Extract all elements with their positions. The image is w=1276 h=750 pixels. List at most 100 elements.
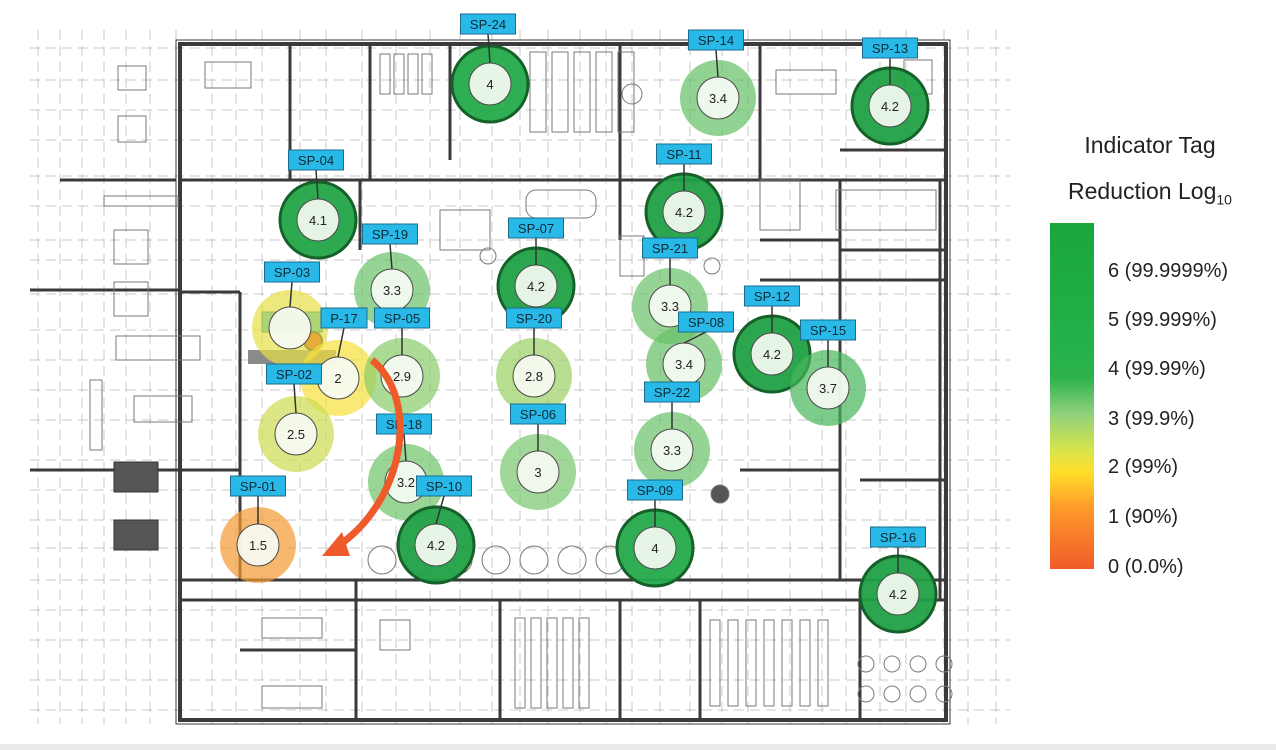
point-id-label: SP-11	[666, 147, 701, 162]
sample-point: SP-12 4.2	[732, 285, 812, 394]
legend-label: 0 (0.0%)	[1108, 556, 1184, 578]
point-value-label: 4.1	[309, 213, 327, 228]
legend-label: 3 (99.9%)	[1108, 408, 1195, 430]
point-id-label: SP-09	[637, 483, 673, 498]
point-value-label: 3.4	[675, 357, 693, 372]
plan-grid	[30, 30, 1010, 724]
window-bottom-edge	[0, 744, 1276, 750]
sample-point: SP-11 4.2	[644, 143, 724, 252]
sample-point: SP-202.8	[496, 307, 572, 414]
tag-leader	[389, 243, 393, 270]
point-value-label: 3.3	[383, 283, 401, 298]
point-id-label: SP-01	[240, 479, 276, 494]
sample-point: SP-15 3.7	[790, 319, 866, 426]
sample-point: SP-04 4.1	[278, 149, 358, 260]
sample-point: SP-164.2	[858, 526, 938, 634]
point-value-label: 3.7	[819, 381, 837, 396]
tag-box	[688, 29, 744, 51]
point-id-label: SP-02	[276, 367, 312, 382]
point-id-label: SP-04	[298, 153, 334, 168]
point-id-label: SP-08	[688, 315, 724, 330]
sample-point: SP-223.3	[634, 381, 710, 488]
point-value-label: 2.9	[393, 369, 411, 384]
tag-leader	[435, 495, 445, 525]
point-value-label: 3.3	[661, 299, 679, 314]
sample-point: SP-13 4.2	[850, 37, 930, 146]
tag-box	[644, 381, 700, 403]
point-id-label: SP-06	[520, 407, 556, 422]
point-value-label: 4.2	[889, 587, 907, 602]
tag-box	[800, 319, 856, 341]
point-id-label: SP-03	[274, 265, 310, 280]
point-value-label: 2.8	[525, 369, 543, 384]
point-value-label: 4.2	[427, 538, 445, 553]
tag-box	[744, 285, 800, 307]
point-value-label: 4	[486, 77, 493, 92]
tag-leader	[403, 433, 407, 462]
legend-label: 1 (90%)	[1108, 506, 1179, 528]
tag-box	[642, 237, 698, 259]
legend-color-bar	[1050, 223, 1094, 569]
tag-box	[656, 143, 712, 165]
point-id-label: SP-19	[372, 227, 408, 242]
tag-leader	[337, 327, 345, 358]
tag-box	[416, 475, 472, 497]
sample-point: SP-09 4	[615, 479, 695, 588]
point-id-label: SP-24	[470, 17, 506, 32]
sample-point: SP-10 4.2	[396, 475, 476, 585]
tag-box	[870, 526, 926, 548]
flow-arrow	[322, 357, 404, 556]
sample-point: SP-052.9	[364, 307, 440, 414]
legend-label: 6 (99.9999%)	[1108, 260, 1229, 282]
point-value-label: 4	[651, 541, 658, 556]
point-id-label: SP-10	[426, 479, 462, 494]
legend-title-line1: Indicator Tag	[1084, 132, 1216, 158]
point-value-label: 3	[534, 465, 541, 480]
point-value-label: 4.2	[763, 347, 781, 362]
point-value-label: 3.2	[397, 475, 415, 490]
tag-leader	[315, 169, 319, 200]
tag-box	[678, 311, 734, 333]
sample-points: SP-244SP-143.4SP-134.2SP-044.1SP-114.2SP…	[220, 13, 938, 634]
tag-box	[508, 217, 564, 239]
point-id-label: SP-18	[386, 417, 422, 432]
tag-box	[230, 475, 286, 497]
point-value-label: 1.5	[249, 538, 267, 553]
point-value-label: 4.2	[675, 205, 693, 220]
point-id-label: SP-12	[754, 289, 790, 304]
sample-point: SP-03	[252, 261, 328, 366]
tag-box	[288, 149, 344, 171]
point-value-label: 3.4	[709, 91, 727, 106]
sample-point: SP-21 3.3	[632, 237, 708, 344]
tag-box	[376, 413, 432, 435]
tag-leader	[487, 33, 491, 64]
sample-point: SP-143.4	[680, 29, 756, 136]
legend-label: 5 (99.999%)	[1108, 309, 1217, 331]
point-value-label: 4.2	[527, 279, 545, 294]
sample-point: SP-06 3	[500, 403, 576, 510]
tag-box	[264, 261, 320, 283]
tag-box	[320, 307, 368, 329]
point-value-label: 2.5	[287, 427, 305, 442]
point-id-label: SP-07	[518, 221, 554, 236]
point-id-label: SP-15	[810, 323, 846, 338]
tag-box	[266, 363, 322, 385]
tag-box	[374, 307, 430, 329]
legend-label: 4 (99.99%)	[1108, 358, 1206, 380]
point-id-label: SP-13	[872, 41, 908, 56]
point-id-label: SP-21	[652, 241, 688, 256]
point-value-label: 2	[334, 371, 341, 386]
sample-point: SP-01 1.5	[220, 475, 296, 583]
tag-box	[510, 403, 566, 425]
tag-leader	[715, 49, 719, 78]
tag-box	[460, 13, 516, 35]
value-disc	[268, 306, 312, 350]
tag-box	[506, 307, 562, 329]
tag-box	[362, 223, 418, 245]
tag-box	[627, 479, 683, 501]
sample-point: P-172	[300, 307, 376, 416]
point-value-label: 3.3	[663, 443, 681, 458]
legend-label: 2 (99%)	[1108, 456, 1179, 478]
point-value-label: 4.2	[881, 99, 899, 114]
